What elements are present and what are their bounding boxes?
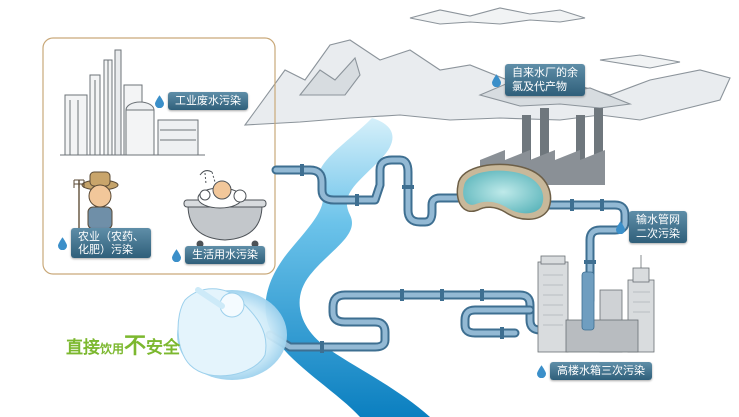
water-pipes bbox=[265, 155, 630, 352]
water-drop-icon bbox=[155, 94, 164, 108]
warning-unsafe-to-drink: 直接饮用不安全 bbox=[66, 328, 180, 360]
label-tank-tertiary: 高楼水箱三次污染 bbox=[537, 362, 652, 380]
label-domestic-water: 生活用水污染 bbox=[172, 246, 265, 264]
label-text: 生活用水污染 bbox=[185, 246, 265, 264]
label-text: 高楼水箱三次污染 bbox=[550, 362, 652, 380]
river bbox=[265, 118, 430, 417]
water-drop-icon bbox=[616, 220, 625, 234]
water-drop-icon bbox=[492, 73, 501, 87]
bathtub-icon bbox=[183, 170, 267, 248]
label-line-2: 二次污染 bbox=[636, 227, 680, 240]
factory-icon bbox=[60, 49, 205, 156]
label-line-1: 自来水厂的余 bbox=[512, 66, 578, 79]
label-line-1: 农业（农药、 bbox=[78, 230, 144, 243]
city-buildings-icon bbox=[537, 255, 655, 353]
warning-part-3: 不 bbox=[124, 334, 147, 359]
drinking-person-icon bbox=[177, 287, 287, 380]
warning-part-2: 饮用 bbox=[100, 342, 125, 356]
label-line-1: 输水管网 bbox=[636, 213, 680, 226]
label-industrial-wastewater: 工业废水污染 bbox=[155, 92, 248, 110]
warning-part-4: 安全 bbox=[146, 338, 181, 358]
mountains bbox=[243, 7, 731, 126]
farmer-icon bbox=[73, 171, 119, 235]
water-drop-icon bbox=[537, 364, 546, 378]
pipe-joints bbox=[300, 164, 604, 353]
label-text: 自来水厂的余 氯及代产物 bbox=[505, 64, 585, 96]
label-line-2: 氯及代产物 bbox=[512, 80, 567, 93]
label-water-plant: 自来水厂的余 氯及代产物 bbox=[492, 64, 585, 96]
water-drop-icon bbox=[58, 236, 67, 250]
water-drop-icon bbox=[172, 248, 181, 262]
label-agriculture: 农业（农药、 化肥）污染 bbox=[58, 228, 151, 258]
label-line-2: 化肥）污染 bbox=[78, 243, 133, 256]
label-text: 农业（农药、 化肥）污染 bbox=[71, 228, 151, 258]
label-text: 输水管网 二次污染 bbox=[629, 211, 687, 243]
label-pipeline-secondary: 输水管网 二次污染 bbox=[616, 211, 687, 243]
pollution-sources-panel bbox=[42, 37, 276, 275]
label-text: 工业废水污染 bbox=[168, 92, 248, 110]
warning-part-1: 直接 bbox=[66, 338, 100, 358]
reservoir bbox=[456, 163, 552, 220]
